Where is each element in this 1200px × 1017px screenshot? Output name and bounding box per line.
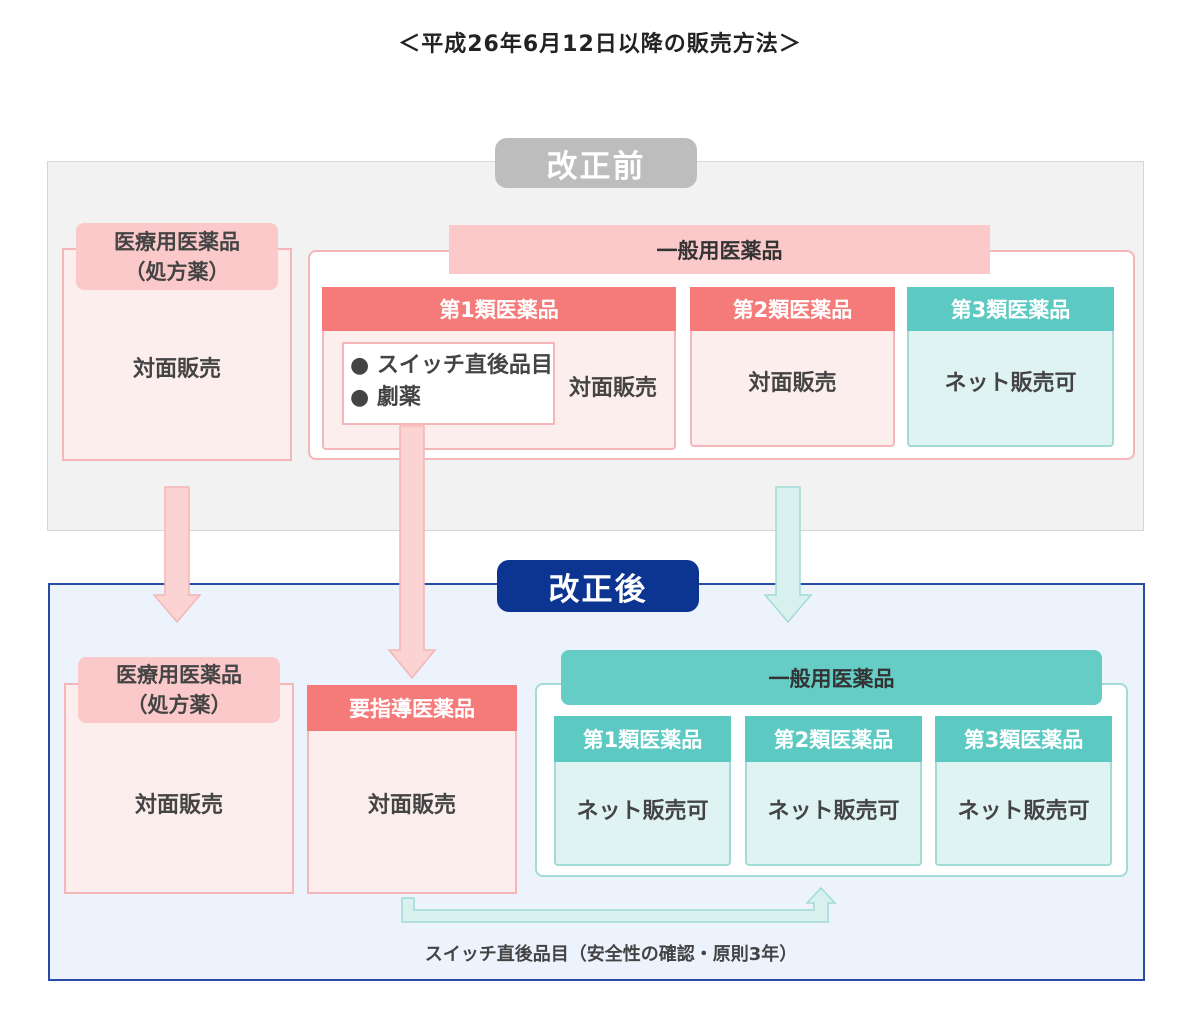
before-prescription-sales: 対面販売 [132,357,221,382]
before-revision-label: 改正前 [495,138,697,188]
after-class1-sales: ネット販売可 [576,799,709,824]
page-title: ＜平成26年6月12日以降の販売方法＞ [398,32,802,57]
before-otc-heading: 一般用医薬品 [449,225,990,274]
after-guidance-heading: 要指導医薬品 [307,685,517,731]
before-class3-sales: ネット販売可 [944,371,1077,396]
before-class1-heading: 第1類医薬品 [322,287,676,331]
before-class1-items: ● スイッチ直後品目 ● 劇薬 [342,342,555,425]
before-prescription-heading-line1: 医療用医薬品 [114,229,240,254]
after-prescription-heading-line1: 医療用医薬品 [116,663,242,687]
after-class3-heading: 第3類医薬品 [935,716,1112,762]
arrow-prescription-down [152,486,202,624]
before-class2-heading: 第2類医薬品 [690,287,895,331]
before-class1-item-potent: ● 劇薬 [350,385,421,410]
before-prescription-heading: 医療用医薬品 （処方薬） [76,223,278,290]
before-class3-heading: 第3類医薬品 [907,287,1114,331]
after-revision-label: 改正後 [497,560,699,612]
switch-period-note: スイッチ直後品目（安全性の確認・原則3年） [424,944,798,965]
before-class1-item-switch: ● スイッチ直後品目 [350,353,553,378]
arrow-otc-down [763,486,813,624]
after-otc-heading: 一般用医薬品 [561,650,1102,705]
after-guidance-sales: 対面販売 [367,793,456,818]
before-class2-sales: 対面販売 [748,371,837,396]
after-prescription-sales: 対面販売 [134,793,223,818]
after-prescription-heading: 医療用医薬品 （処方薬） [78,657,280,723]
after-class1-heading: 第1類医薬品 [554,716,731,762]
before-prescription-heading-line2: （処方薬） [124,259,230,284]
before-class1-sales: 対面販売 [568,376,657,401]
after-class2-sales: ネット販売可 [767,799,900,824]
after-prescription-heading-line2: （処方薬） [126,693,232,717]
arrow-guidance-to-class1 [401,886,837,923]
after-class3-sales: ネット販売可 [957,799,1090,824]
after-class2-heading: 第2類医薬品 [745,716,922,762]
arrow-switch-to-guidance-down [387,425,437,680]
